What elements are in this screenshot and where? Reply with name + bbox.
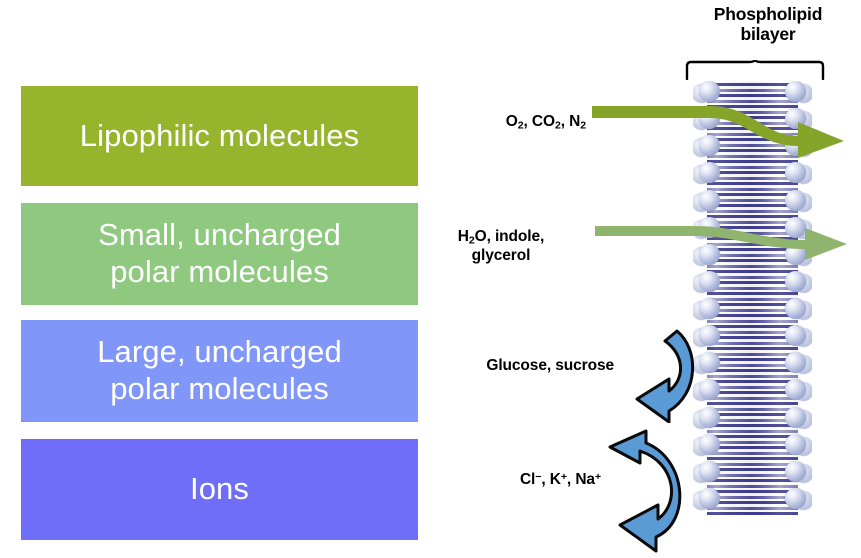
blocked-arrow-sugars	[635, 329, 695, 423]
legend-box-ions-label: Ions	[190, 471, 249, 507]
lipid-head-sphere	[785, 162, 806, 184]
lipid-head-sphere	[699, 325, 720, 347]
lipid-head-sphere	[785, 325, 806, 347]
lipid-tail-region	[707, 81, 798, 515]
molecule-label-sugars: Glucose, sucrose	[486, 357, 614, 374]
lipid-head-sphere	[699, 379, 720, 401]
lipid-head-sphere	[699, 298, 720, 319]
bilayer-title-line-2: bilayer	[740, 24, 796, 45]
lipid-head-sphere	[699, 352, 720, 374]
lipid-head-sphere	[785, 379, 806, 401]
lipid-head-sphere	[699, 487, 720, 509]
lipid-head-sphere	[699, 406, 720, 428]
lipid-head-sphere	[785, 433, 806, 455]
molecule-label-water: H2O, indole,glycerol	[457, 228, 545, 265]
bilayer-title-line-1: Phospholipid	[713, 4, 823, 24]
legend-box-lipophilic-label: Lipophilic molecules	[79, 117, 360, 153]
lipid-head-sphere	[699, 270, 720, 292]
membrane-diagram-panel: Phospholipid bilayer O2, CO2, N2 H2O, in…	[418, 0, 861, 558]
lipid-head-sphere	[699, 460, 720, 482]
blocked-arrow-ions	[608, 429, 682, 553]
lipid-head-sphere	[699, 243, 720, 265]
phospholipid-bilayer-title: Phospholipid bilayer	[673, 4, 861, 45]
bilayer-brace-icon	[685, 60, 825, 80]
lipid-head-sphere	[699, 135, 720, 157]
legend-box-lipophilic: Lipophilic molecules	[21, 86, 418, 186]
lipid-head-sphere	[785, 406, 806, 428]
lipid-head-sphere	[699, 162, 720, 184]
lipid-head-sphere	[699, 433, 720, 455]
permeation-arrow-gases	[592, 106, 844, 158]
molecule-label-ions: Cl−, K+, Na+	[519, 471, 601, 488]
lipid-head-sphere	[785, 270, 806, 292]
lipid-head-sphere	[699, 189, 720, 211]
lipid-head-sphere	[785, 487, 806, 509]
lipid-head-sphere	[785, 298, 806, 319]
permeation-arrow-water	[595, 226, 847, 260]
lipid-head-sphere	[785, 352, 806, 374]
lipid-head-sphere	[785, 81, 806, 102]
lipid-head-sphere	[785, 189, 806, 211]
legend-box-ions: Ions	[21, 439, 418, 540]
molecule-label-gases: O2, CO2, N2	[505, 113, 586, 132]
lipid-head-sphere	[785, 243, 806, 265]
lipid-head-sphere	[699, 81, 720, 102]
lipid-head-sphere	[785, 216, 806, 238]
lipid-head-sphere	[785, 460, 806, 482]
